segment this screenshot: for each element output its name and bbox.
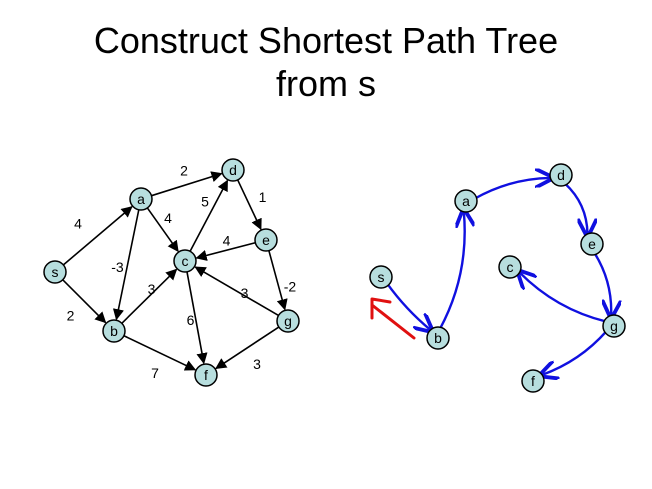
graph-edge-c-f (186, 271, 208, 365)
graph-node-s: s (43, 260, 67, 284)
graph-edge-weights: 4 2 2 4 -3 3 7 5 6 1 4 -2 3 3 (67, 163, 297, 382)
edge-weight-b-f: 7 (151, 365, 159, 381)
tree-node-label-g: g (610, 318, 618, 334)
tree-edge-a-d (473, 178, 551, 200)
tree-node-c: c (498, 255, 522, 279)
tree-node-label-c: c (507, 259, 514, 275)
tree-edge-g-f (542, 329, 608, 375)
graph-node-label-f: f (204, 367, 208, 383)
graph-node-e: e (254, 228, 278, 252)
graph-nodes: s a b c d e f g (43, 158, 300, 387)
edge-weight-e-c: 4 (223, 233, 231, 249)
graph-edge-b-f (123, 335, 197, 371)
tree-node-label-d: d (557, 167, 565, 183)
tree-node-label-b: b (434, 330, 442, 346)
tree-edge-b-a (438, 212, 465, 331)
graph-edge-a-d (151, 171, 223, 197)
graph-edge-g-f (215, 326, 280, 370)
tree-node-g: g (602, 314, 626, 338)
tree-edge-s-b (385, 282, 430, 330)
graph-edge-s-a (62, 206, 133, 266)
tree-node-f: f (521, 369, 545, 393)
graph-node-g: g (276, 309, 300, 333)
tree-node-d: d (549, 163, 573, 187)
tree-nodes: s a b c d e f g (369, 163, 626, 393)
graph-node-label-s: s (52, 264, 59, 280)
tree-edge-d-e (563, 182, 588, 234)
graph-node-a: a (129, 187, 153, 211)
tree-node-label-f: f (531, 373, 535, 389)
tree-node-label-s: s (378, 269, 385, 285)
graph-node-label-d: d (229, 162, 237, 178)
edge-weight-s-b: 2 (67, 308, 75, 324)
tree-edges (385, 178, 611, 375)
edge-weight-g-c: 3 (241, 285, 249, 301)
graph-edge-e-g (268, 250, 288, 311)
tree-edge-e-g (593, 251, 611, 316)
edge-weight-e-g: -2 (284, 279, 297, 295)
graph-edge-a-c (146, 207, 179, 253)
edge-weight-c-f: 6 (187, 312, 195, 328)
tree-node-label-a: a (462, 193, 470, 209)
edge-weight-b-c: 3 (148, 281, 156, 297)
red-pointer-arrow (370, 297, 416, 340)
graph-edge-e-c (195, 241, 256, 261)
graph-node-label-e: e (262, 232, 270, 248)
tree-node-label-e: e (588, 236, 596, 252)
graph-node-d: d (221, 158, 245, 182)
graph-edge-d-e (236, 179, 262, 231)
edge-weight-s-a: 4 (74, 216, 82, 232)
graph-edge-a-b (112, 209, 140, 321)
graph-node-c: c (173, 249, 197, 273)
edge-weight-d-e: 1 (259, 189, 267, 205)
edge-weight-a-b: -3 (111, 259, 124, 275)
graph-edge-b-c (121, 268, 178, 324)
tree-edge-g-c (520, 272, 608, 323)
graph-node-label-g: g (284, 313, 292, 329)
slide-title-line-2: from s (275, 63, 376, 104)
tree-node-s: s (369, 265, 393, 289)
edge-weight-g-f: 3 (253, 356, 261, 372)
graph-node-b: b (102, 319, 126, 343)
graph-edge-c-d (189, 179, 229, 252)
slide-title-line-1: Construct Shortest Path Tree (93, 20, 559, 61)
edge-weight-a-d: 2 (180, 163, 188, 179)
graph-node-label-c: c (182, 253, 189, 269)
edge-weight-a-c: 4 (164, 210, 172, 226)
graph-edge-g-c (194, 266, 279, 317)
graph-node-f: f (194, 363, 218, 387)
graph-edge-s-b (62, 279, 107, 324)
tree-node-b: b (426, 326, 450, 350)
tree-node-a: a (454, 189, 478, 213)
graph-edges (62, 171, 288, 371)
graph-node-label-b: b (110, 323, 118, 339)
graph-node-label-a: a (137, 191, 145, 207)
edge-weight-c-d: 5 (201, 194, 209, 210)
tree-node-e: e (580, 232, 604, 256)
